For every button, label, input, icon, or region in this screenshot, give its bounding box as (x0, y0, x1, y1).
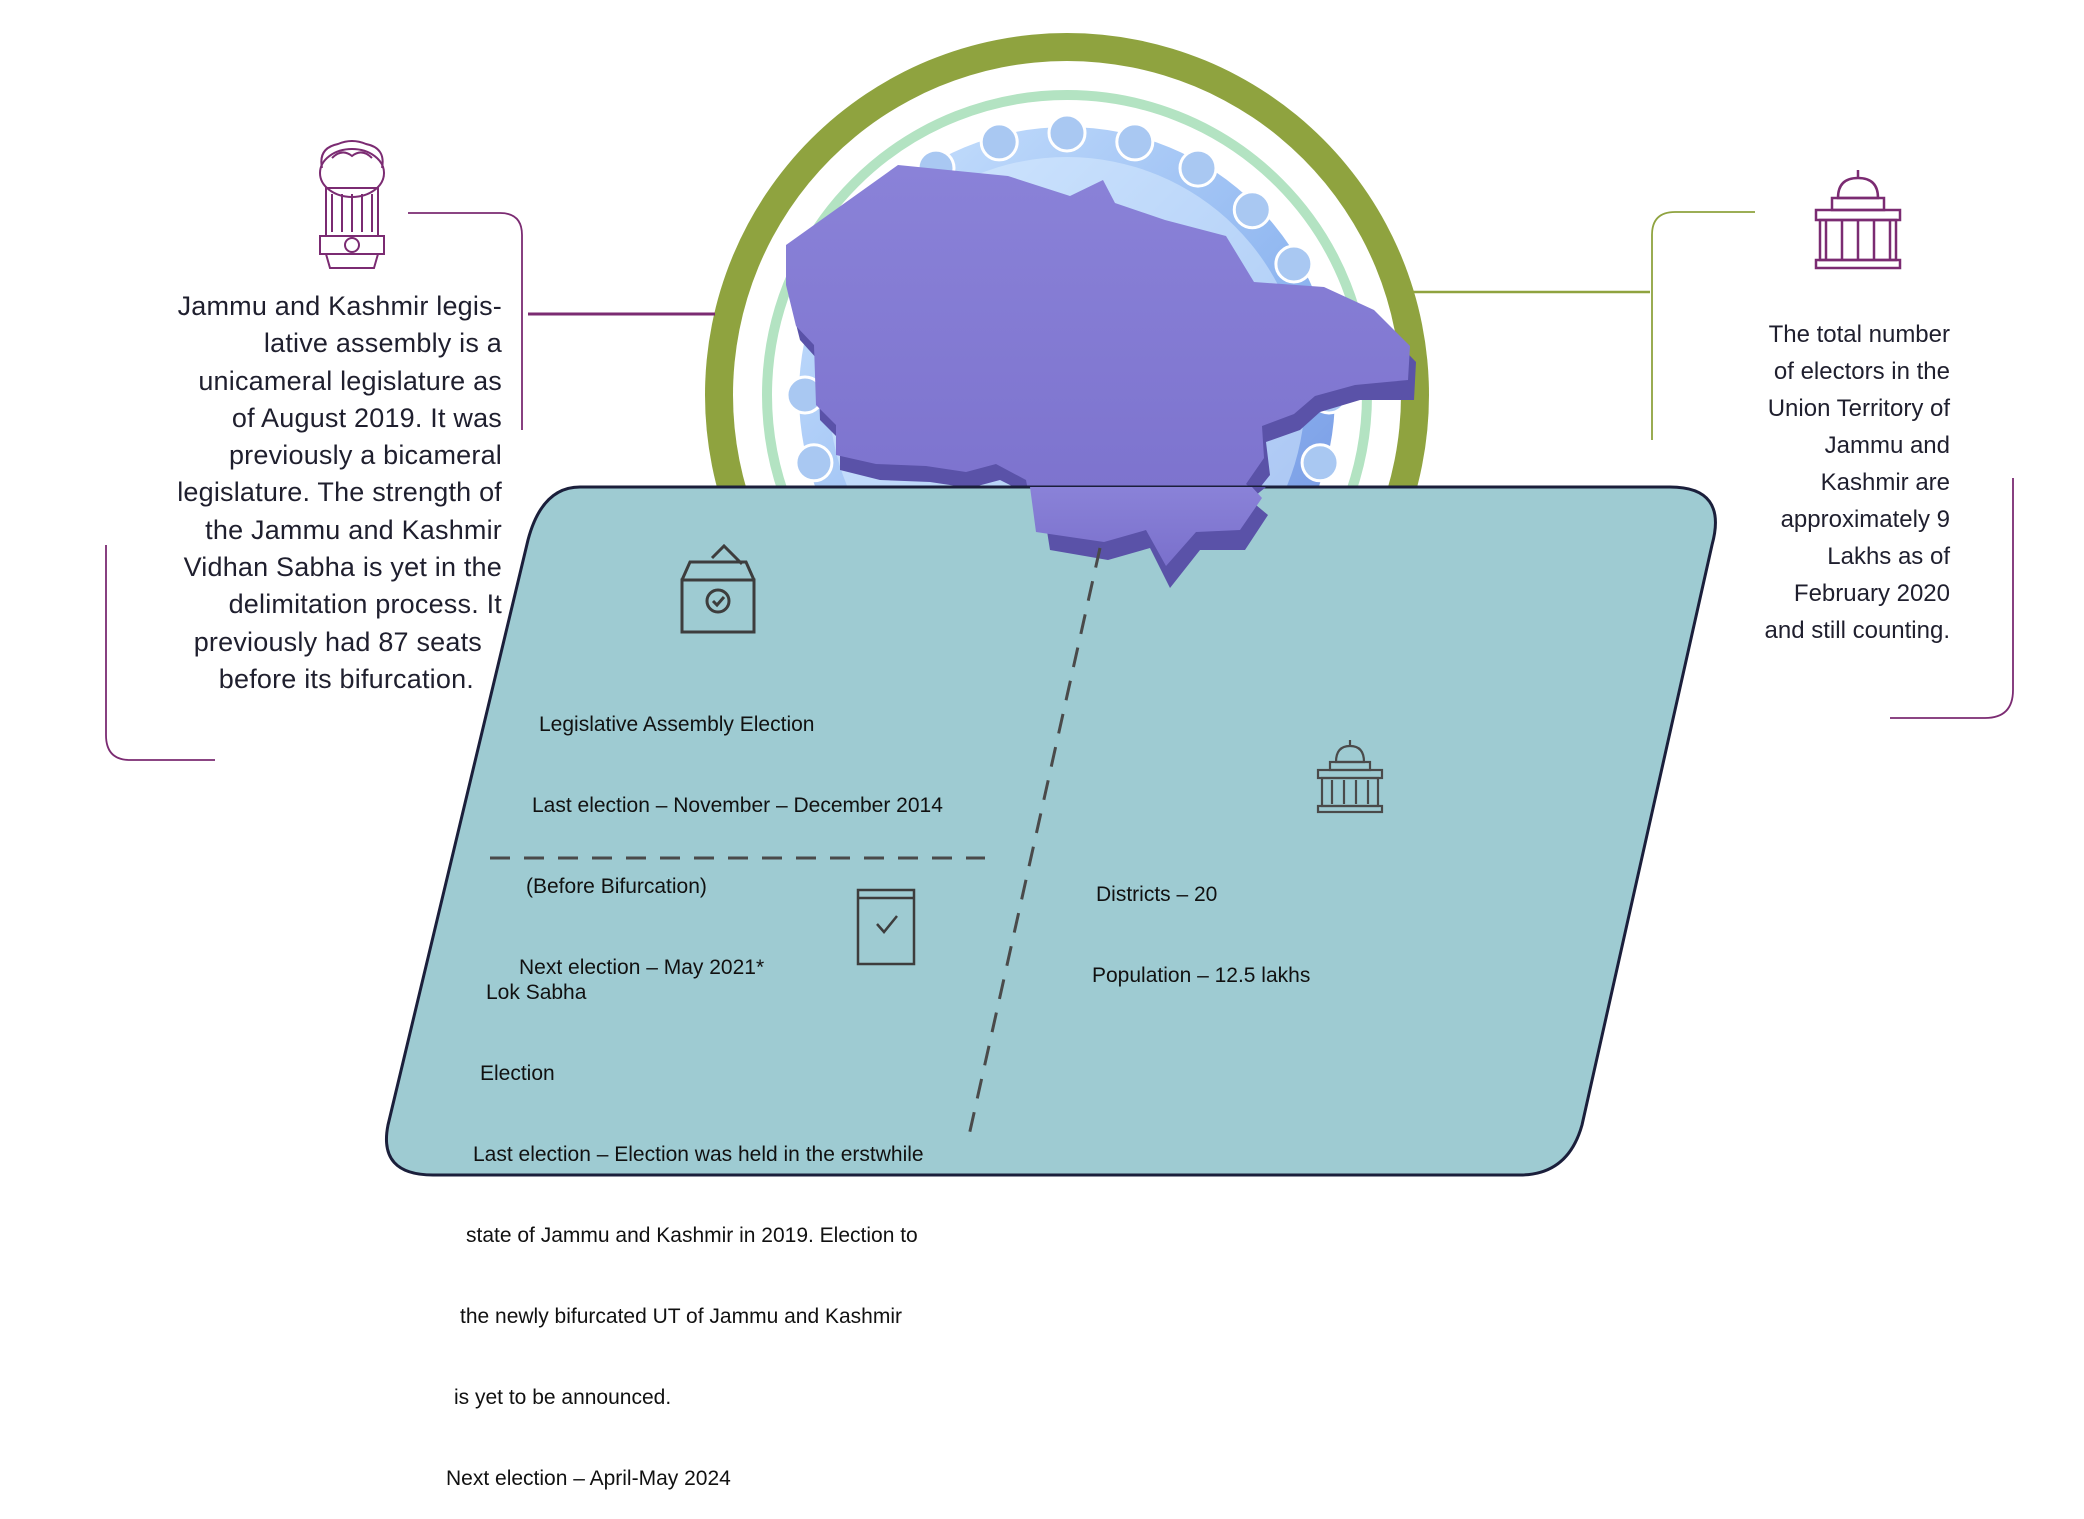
assembly-next-election: Next election – May 2021* (519, 956, 765, 979)
chakra-scallop (979, 122, 1019, 162)
map-top-front (1030, 487, 1262, 566)
left-line: delimitation process. It (228, 589, 502, 620)
parliament-building-icon (1814, 170, 1902, 270)
connector-lines (528, 290, 1650, 316)
assembly-title: Legislative Assembly Election (539, 713, 815, 736)
left-bracket-bottom (105, 545, 215, 761)
chakra-scallop (1232, 190, 1272, 230)
chakra-scallop (1047, 113, 1087, 153)
left-info-text: Jammu and Kashmir legis- lative assembly… (150, 288, 502, 698)
lok-sabha-title-2: Election (480, 1062, 555, 1085)
right-info-text: The total number of electors in the Unio… (1740, 316, 1950, 649)
left-line: previously had 87 seats (193, 626, 482, 657)
map-top (786, 165, 1410, 566)
assembly-election-block: Legislative Assembly Election Last elect… (517, 657, 943, 1008)
right-line: Union Territory of (1767, 395, 1950, 422)
right-line: Lakhs as of (1827, 543, 1950, 570)
infographic-canvas (105, 33, 2014, 1177)
assembly-last-election: Last election – November – December 2014 (532, 794, 943, 817)
right-line: Jammu and (1824, 432, 1950, 459)
left-line: legislature. The strength of (177, 477, 502, 508)
left-line: the Jammu and Kashmir (205, 514, 502, 545)
right-line: approximately 9 (1780, 506, 1950, 533)
main-panel (385, 485, 1717, 1177)
left-bracket-top (408, 212, 523, 430)
right-line: February 2020 (1793, 580, 1950, 607)
chakra-scallop (1300, 443, 1340, 483)
lok-sabha-line-1: Last election – Election was held in the… (473, 1143, 924, 1166)
ballot-box-icon (680, 543, 756, 634)
lok-sabha-line-4: is yet to be announced. (454, 1386, 672, 1409)
right-bracket-top (1651, 211, 1755, 440)
left-line: Jammu and Kashmir legis- (177, 291, 502, 321)
districts-count: Districts – 20 (1096, 883, 1218, 906)
right-line: The total number (1768, 321, 1950, 348)
left-line: unicameral legislature as (198, 365, 502, 396)
right-line: of electors in the (1773, 358, 1950, 385)
left-line: previously a bicameral (228, 440, 502, 471)
building-icon (1316, 740, 1384, 814)
right-line: and still counting. (1764, 617, 1950, 644)
national-emblem-icon (319, 140, 385, 269)
ballot-envelope-icon (856, 888, 916, 966)
population: Population – 12.5 lakhs (1092, 964, 1311, 987)
lok-sabha-line-2: state of Jammu and Kashmir in 2019. Elec… (466, 1224, 918, 1247)
chakra-scallop (1115, 122, 1155, 162)
lok-sabha-title-1: Lok Sabha (486, 981, 587, 1004)
assembly-note: (Before Bifurcation) (526, 875, 707, 898)
districts-block: Districts – 20 Population – 12.5 lakhs (1092, 827, 1310, 1016)
lok-sabha-line-3: the newly bifurcated UT of Jammu and Kas… (460, 1305, 902, 1328)
chakra-scallop (1178, 148, 1218, 188)
chakra-scallop (794, 443, 834, 483)
left-line: lative assembly is a (263, 328, 502, 359)
left-line: before its bifurcation. (218, 663, 474, 694)
lok-sabha-block: Lok Sabha Election Last election – Elect… (446, 925, 924, 1519)
lok-sabha-next: Next election – April-May 2024 (446, 1467, 731, 1490)
jammu-kashmir-map (786, 165, 1416, 588)
left-line: of August 2019. It was (231, 402, 502, 433)
right-line: Kashmir are (1820, 469, 1950, 496)
left-line: Vidhan Sabha is yet in the (183, 552, 502, 583)
chakra-scallop (1274, 244, 1314, 284)
right-bracket-bottom (1890, 478, 2014, 719)
